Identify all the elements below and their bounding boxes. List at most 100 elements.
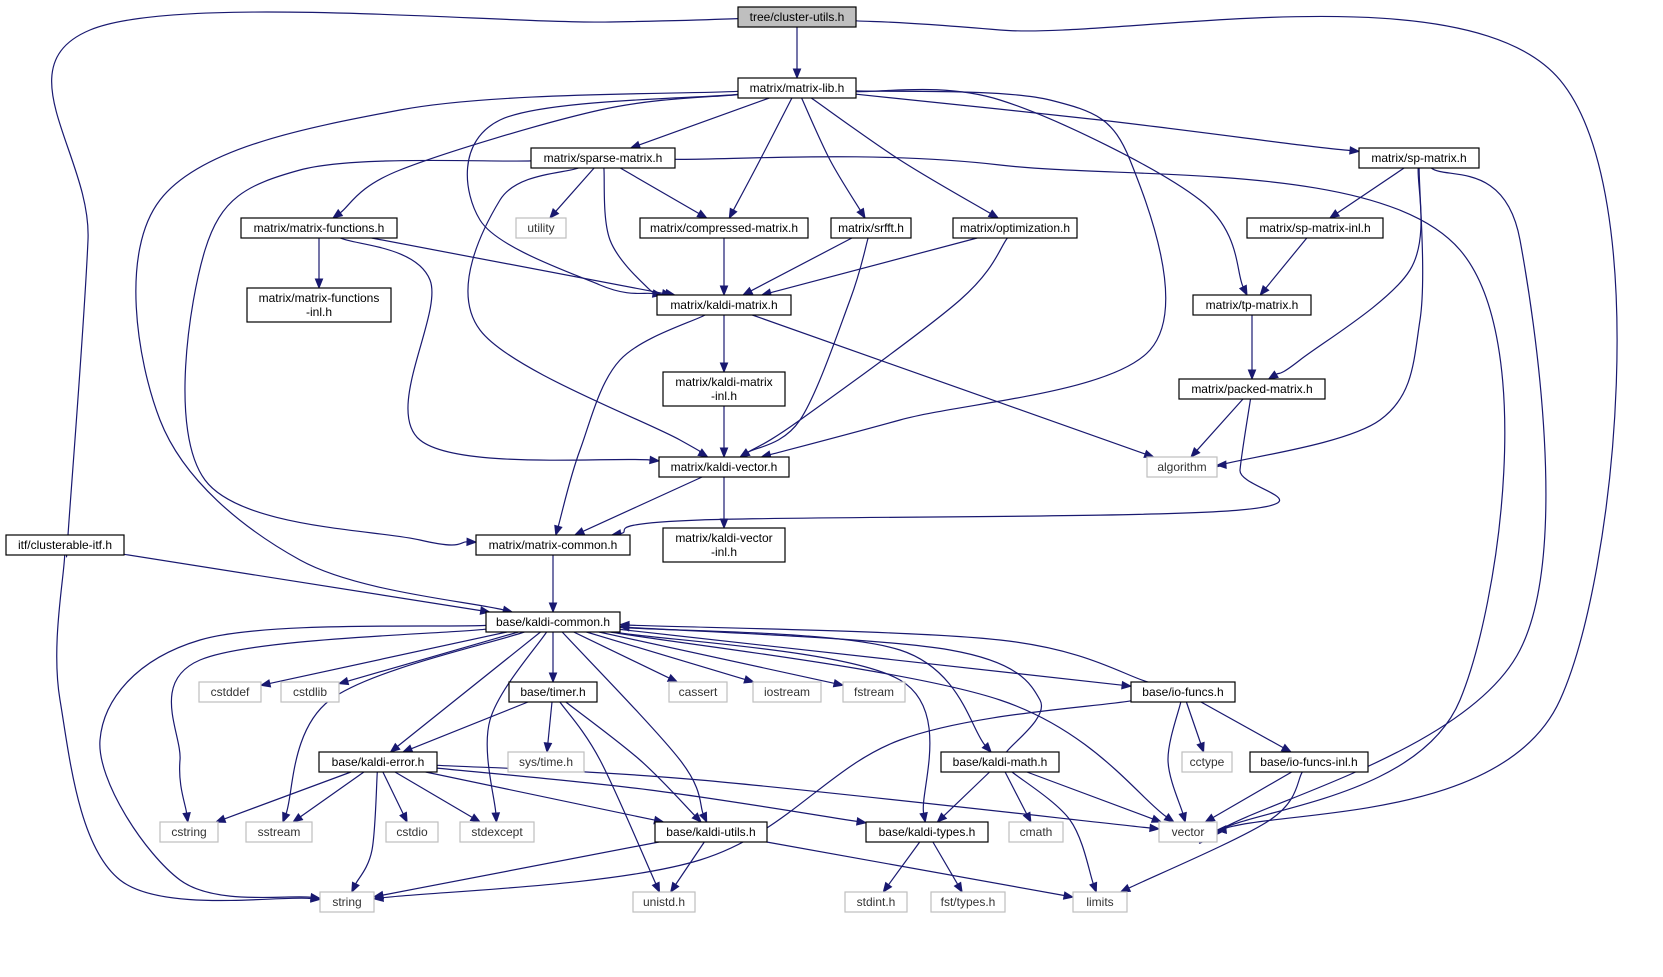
node-compressed-matrix[interactable]: matrix/compressed-matrix.h [639, 217, 809, 239]
node-label: base/kaldi-error.h [332, 755, 425, 769]
node-label: matrix/sparse-matrix.h [544, 151, 663, 165]
edge-kaldi-error-to-string [355, 771, 378, 885]
node-kaldi-error[interactable]: base/kaldi-error.h [318, 751, 438, 773]
node-box [507, 751, 585, 773]
node-box [737, 6, 857, 28]
arrowhead-kaldi-common-to-stdexcept [491, 812, 501, 824]
arrowhead-kaldi-common-to-vector [1163, 813, 1175, 823]
arrowhead-kaldi-common-to-sstream [282, 811, 291, 824]
node-kaldi-types[interactable]: base/kaldi-types.h [865, 821, 989, 843]
node-srfft[interactable]: matrix/srfft.h [830, 217, 912, 239]
arrowhead-sp-matrix-to-vector [1215, 825, 1227, 834]
node-label: stdexcept [471, 825, 523, 839]
node-optimization[interactable]: matrix/optimization.h [952, 217, 1078, 239]
edge-packed-matrix-to-matrix-common [620, 398, 1281, 535]
node-box [656, 294, 792, 316]
node-box [844, 891, 908, 913]
node-label: utility [527, 221, 554, 235]
edge-matrix-lib-to-matrix-functions [339, 94, 739, 214]
edge-timer-to-kaldi-utils [565, 701, 696, 817]
node-box [1158, 821, 1218, 843]
edge-sparse-matrix-to-vector [674, 156, 1506, 841]
node-box [459, 821, 535, 843]
arrowhead-kaldi-math-to-vector [1150, 814, 1163, 823]
node-clusterable-itf[interactable]: itf/clusterable-itf.h [5, 534, 125, 556]
edge-matrix-lib-to-optimization [810, 97, 991, 214]
node-label: tree/cluster-utils.h [750, 10, 845, 24]
node-box [385, 821, 439, 843]
node-box [1146, 456, 1218, 478]
arrowhead-kaldi-vector-to-kaldi-vector-inl [719, 518, 729, 530]
node-packed-matrix[interactable]: matrix/packed-matrix.h [1178, 378, 1326, 400]
node-algorithm: algorithm [1146, 456, 1218, 478]
arrowhead-kaldi-matrix-to-kaldi-matrix-inl [719, 362, 729, 374]
node-label: cstddef [211, 685, 250, 699]
edge-kaldi-error-to-kaldi-types [436, 767, 858, 822]
node-box [940, 751, 1060, 773]
arrowhead-matrix-lib-to-optimization [987, 209, 1000, 219]
node-root[interactable]: tree/cluster-utils.h [737, 6, 857, 28]
edge-root-to-clusterable-itf [51, 11, 739, 558]
node-io-funcs[interactable]: base/io-funcs.h [1130, 681, 1236, 703]
node-kaldi-matrix[interactable]: matrix/kaldi-matrix.h [656, 294, 792, 316]
arrowhead-kaldi-utils-to-unistd [669, 881, 680, 894]
node-utility: utility [515, 217, 567, 239]
node-kaldi-matrix-inl[interactable]: matrix/kaldi-matrix-inl.h [662, 371, 786, 407]
node-sp-matrix-inl[interactable]: matrix/sp-matrix-inl.h [1246, 217, 1384, 239]
node-kaldi-vector-inl[interactable]: matrix/kaldi-vector-inl.h [662, 527, 786, 563]
node-box [1181, 751, 1233, 773]
node-sp-matrix[interactable]: matrix/sp-matrix.h [1358, 147, 1480, 169]
node-label: unistd.h [643, 895, 685, 909]
edge-srfft-to-kaldi-vector [747, 237, 869, 453]
node-box [318, 751, 438, 773]
node-label: base/kaldi-math.h [953, 755, 1048, 769]
edge-kaldi-error-to-stdexcept [394, 771, 473, 818]
edge-kaldi-common-to-io-funcs [619, 628, 1123, 686]
node-stdint: stdint.h [844, 891, 908, 913]
node-box [159, 821, 219, 843]
arrowhead-kaldi-math-to-kaldi-common [618, 623, 630, 632]
node-timer[interactable]: base/timer.h [508, 681, 598, 703]
arrowhead-kaldi-common-to-kaldi-error [389, 742, 401, 753]
nodes-layer: tree/cluster-utils.h matrix/matrix-lib.h i… [5, 6, 1480, 913]
arrowhead-io-funcs-to-cctype [1196, 741, 1205, 754]
node-matrix-common[interactable]: matrix/matrix-common.h [475, 534, 631, 556]
node-box [475, 534, 631, 556]
node-kaldi-utils[interactable]: base/kaldi-utils.h [654, 821, 768, 843]
arrowhead-io-funcs-to-io-funcs-inl [1280, 743, 1293, 753]
node-box [508, 681, 598, 703]
node-tp-matrix[interactable]: matrix/tp-matrix.h [1192, 294, 1312, 316]
node-box [737, 77, 857, 99]
arrowhead-kaldi-common-to-cassert [666, 673, 679, 683]
node-matrix-functions[interactable]: matrix/matrix-functions.h [240, 217, 398, 239]
node-box [842, 681, 906, 703]
node-kaldi-math[interactable]: base/kaldi-math.h [940, 751, 1060, 773]
node-box [1192, 294, 1312, 316]
arrowhead-kaldi-common-to-iostream [743, 675, 755, 684]
node-io-funcs-inl[interactable]: base/io-funcs-inl.h [1249, 751, 1369, 773]
edge-kaldi-common-to-stdexcept [486, 631, 548, 814]
arrowhead-kaldi-common-to-cstring [182, 812, 191, 824]
edge-matrix-lib-to-kaldi-matrix [466, 93, 739, 295]
edge-sp-matrix-inl-to-tp-matrix [1265, 237, 1308, 289]
node-matrix-functions-inl[interactable]: matrix/matrix-functions-inl.h [246, 287, 392, 323]
node-box [654, 821, 768, 843]
edge-timer-to-sys-time [547, 701, 553, 744]
node-limits: limits [1072, 891, 1128, 913]
arrowhead-io-funcs-to-vector [1178, 811, 1187, 824]
arrowhead-kaldi-utils-to-string [372, 890, 385, 900]
node-box [515, 217, 567, 239]
edge-sparse-matrix-to-compressed-matrix [619, 167, 700, 215]
node-kaldi-common[interactable]: base/kaldi-common.h [485, 611, 621, 633]
node-sparse-matrix[interactable]: matrix/sparse-matrix.h [530, 147, 676, 169]
arrowhead-kaldi-common-to-kaldi-math [981, 742, 992, 753]
node-fst-types: fst/types.h [930, 891, 1006, 913]
edge-io-funcs-to-io-funcs-inl [1200, 701, 1284, 749]
arrowhead-matrix-functions-to-matrix-functions-inl [314, 278, 324, 290]
edge-kaldi-math-to-vector [1026, 771, 1153, 820]
node-cstdio: cstdio [385, 821, 439, 843]
edge-matrix-lib-to-tp-matrix [855, 88, 1244, 288]
node-matrix-lib[interactable]: matrix/matrix-lib.h [737, 77, 857, 99]
node-kaldi-vector[interactable]: matrix/kaldi-vector.h [658, 456, 790, 478]
